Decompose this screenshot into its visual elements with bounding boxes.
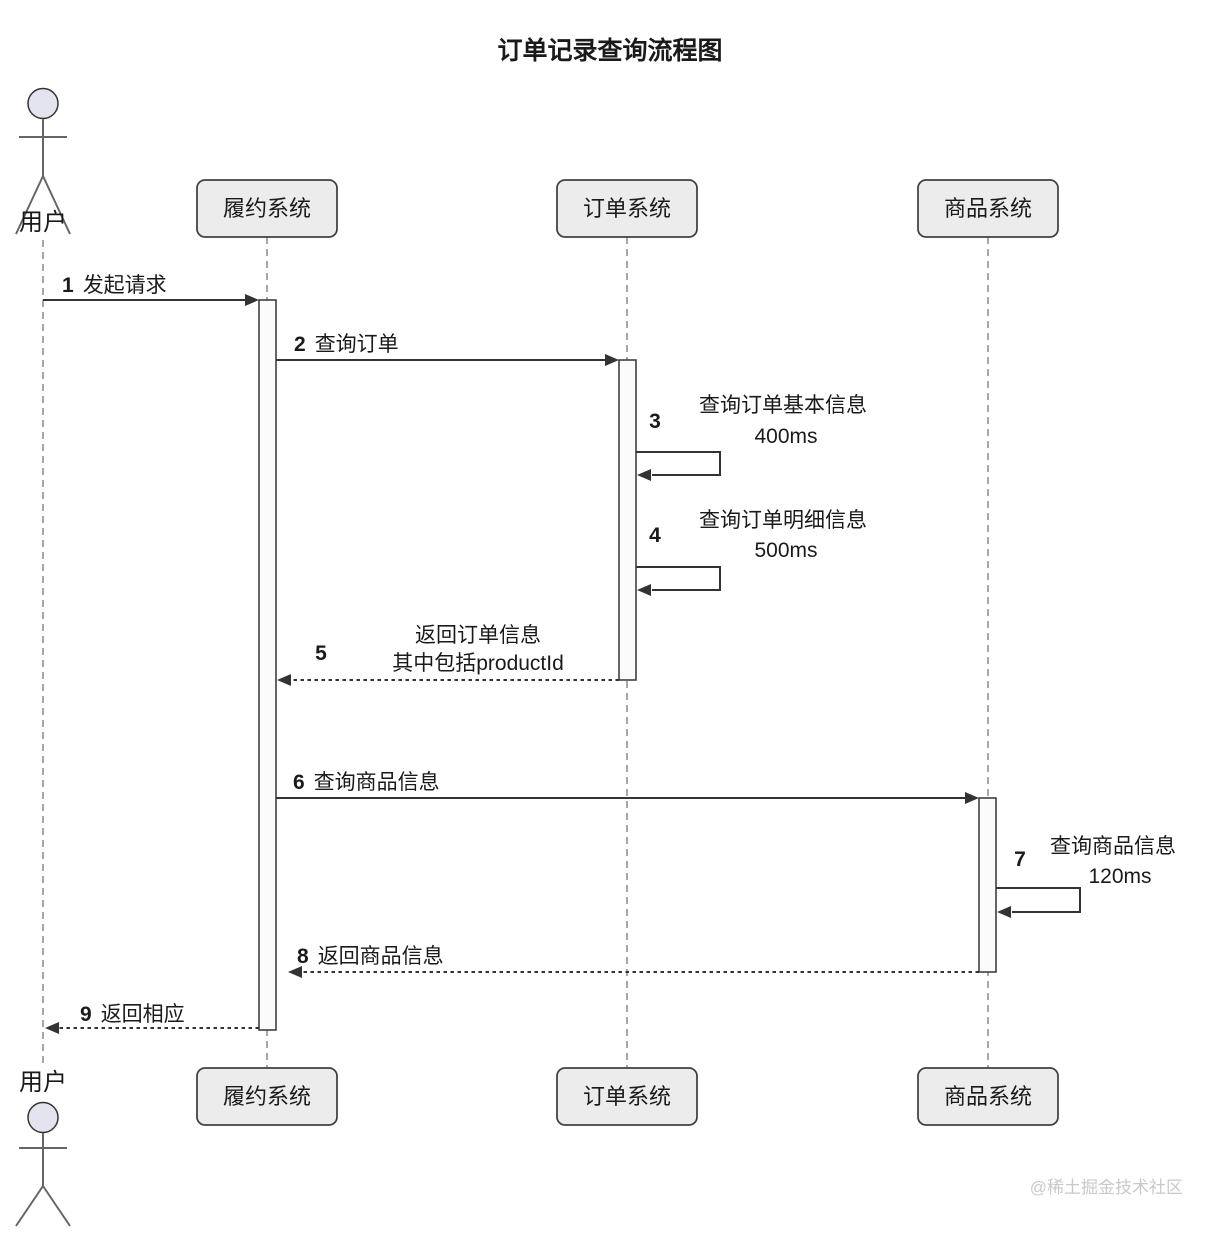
- message-7-label-line1: 查询商品信息: [1050, 835, 1176, 858]
- participant-label-fulfillment: 履约系统: [223, 196, 311, 221]
- message-4: 4 查询订单明细信息 500ms: [636, 509, 867, 596]
- message-text: 发起请求: [83, 274, 167, 297]
- actor-label-user-top: 用户: [19, 209, 67, 236]
- message-6-label: 6 查询商品信息: [293, 771, 440, 794]
- message-1: 1 发起请求: [43, 274, 259, 306]
- participant-rect: [556, 1067, 698, 1126]
- self-message-loop: [636, 566, 721, 591]
- participant-rect: [556, 179, 698, 238]
- message-9: 9 返回相应: [45, 1003, 259, 1034]
- diagram-title: 订单记录查询流程图: [497, 36, 722, 65]
- actor-legs: [15, 175, 71, 235]
- arrowhead-icon: [245, 294, 259, 306]
- message-number: 3: [649, 410, 661, 433]
- activation-bar-fulfillment: [258, 299, 277, 1031]
- message-2: 2 查询订单: [276, 333, 619, 366]
- activation-bar-product: [978, 797, 997, 973]
- participant-rect: [196, 179, 338, 238]
- participant-label-fulfillment: 履约系统: [223, 1084, 311, 1109]
- actor-legs: [15, 1185, 71, 1227]
- message-5: 5 返回订单信息 其中包括productId: [277, 624, 619, 686]
- message-text: 查询订单: [315, 333, 399, 356]
- participant-label-order: 订单系统: [583, 1084, 671, 1109]
- message-9-label: 9 返回相应: [80, 1003, 185, 1026]
- message-6: 6 查询商品信息: [276, 771, 979, 804]
- message-text: 返回商品信息: [318, 945, 444, 968]
- actor-figure-user-bottom: 用户: [15, 1069, 71, 1227]
- message-7: 7 查询商品信息 120ms: [996, 835, 1176, 918]
- arrowhead-icon: [965, 792, 979, 804]
- self-message-loop: [636, 451, 721, 476]
- arrowhead-icon: [45, 1022, 59, 1034]
- actor-figure-user-top: 用户: [15, 87, 71, 236]
- participant-box-product-top: 商品系统: [917, 179, 1059, 238]
- message-1-label: 1 发起请求: [62, 274, 167, 297]
- message-7-label-line2: 120ms: [1088, 865, 1151, 888]
- arrowhead-icon: [637, 584, 651, 596]
- participant-box-order-bottom: 订单系统: [556, 1067, 698, 1126]
- message-5-label-line1: 返回订单信息: [415, 624, 541, 647]
- arrowhead-icon: [637, 469, 651, 481]
- participant-box-product-bottom: 商品系统: [917, 1067, 1059, 1126]
- participant-rect: [917, 1067, 1059, 1126]
- participant-rect: [917, 179, 1059, 238]
- message-number: 8: [297, 945, 309, 968]
- watermark: @稀土掘金技术社区: [1030, 1178, 1183, 1197]
- message-5-label-line2: 其中包括productId: [392, 652, 564, 675]
- message-number: 4: [649, 524, 661, 547]
- message-number: 7: [1014, 848, 1026, 871]
- participant-box-fulfillment-top: 履约系统: [196, 179, 338, 238]
- message-number: 9: [80, 1003, 92, 1026]
- message-text: 查询商品信息: [314, 771, 440, 794]
- arrowhead-icon: [997, 906, 1011, 918]
- arrowhead-icon: [277, 674, 291, 686]
- participant-label-product: 商品系统: [944, 1084, 1032, 1109]
- message-number: 5: [315, 642, 327, 665]
- message-3: 3 查询订单基本信息 400ms: [636, 394, 867, 481]
- participant-box-fulfillment-bottom: 履约系统: [196, 1067, 338, 1126]
- arrowhead-icon: [288, 966, 302, 978]
- message-number: 6: [293, 771, 305, 794]
- message-text: 返回相应: [101, 1003, 185, 1026]
- actor-label-user-bottom: 用户: [19, 1069, 67, 1096]
- message-number: 1: [62, 274, 74, 297]
- participant-label-order: 订单系统: [583, 196, 671, 221]
- participant-box-order-top: 订单系统: [556, 179, 698, 238]
- message-number: 2: [294, 333, 306, 356]
- activation-bar-order: [618, 359, 637, 681]
- participant-label-product: 商品系统: [944, 196, 1032, 221]
- message-3-label-line2: 400ms: [754, 425, 817, 448]
- message-2-label: 2 查询订单: [294, 333, 399, 356]
- message-8-label: 8 返回商品信息: [297, 945, 444, 968]
- message-4-label-line2: 500ms: [754, 539, 817, 562]
- message-3-label-line1: 查询订单基本信息: [699, 394, 867, 417]
- message-8: 8 返回商品信息: [288, 945, 979, 978]
- actor-head: [27, 1101, 59, 1134]
- arrowhead-icon: [605, 354, 619, 366]
- actor-head: [27, 87, 59, 120]
- self-message-loop: [996, 887, 1081, 913]
- message-4-label-line1: 查询订单明细信息: [699, 509, 867, 532]
- participant-rect: [196, 1067, 338, 1126]
